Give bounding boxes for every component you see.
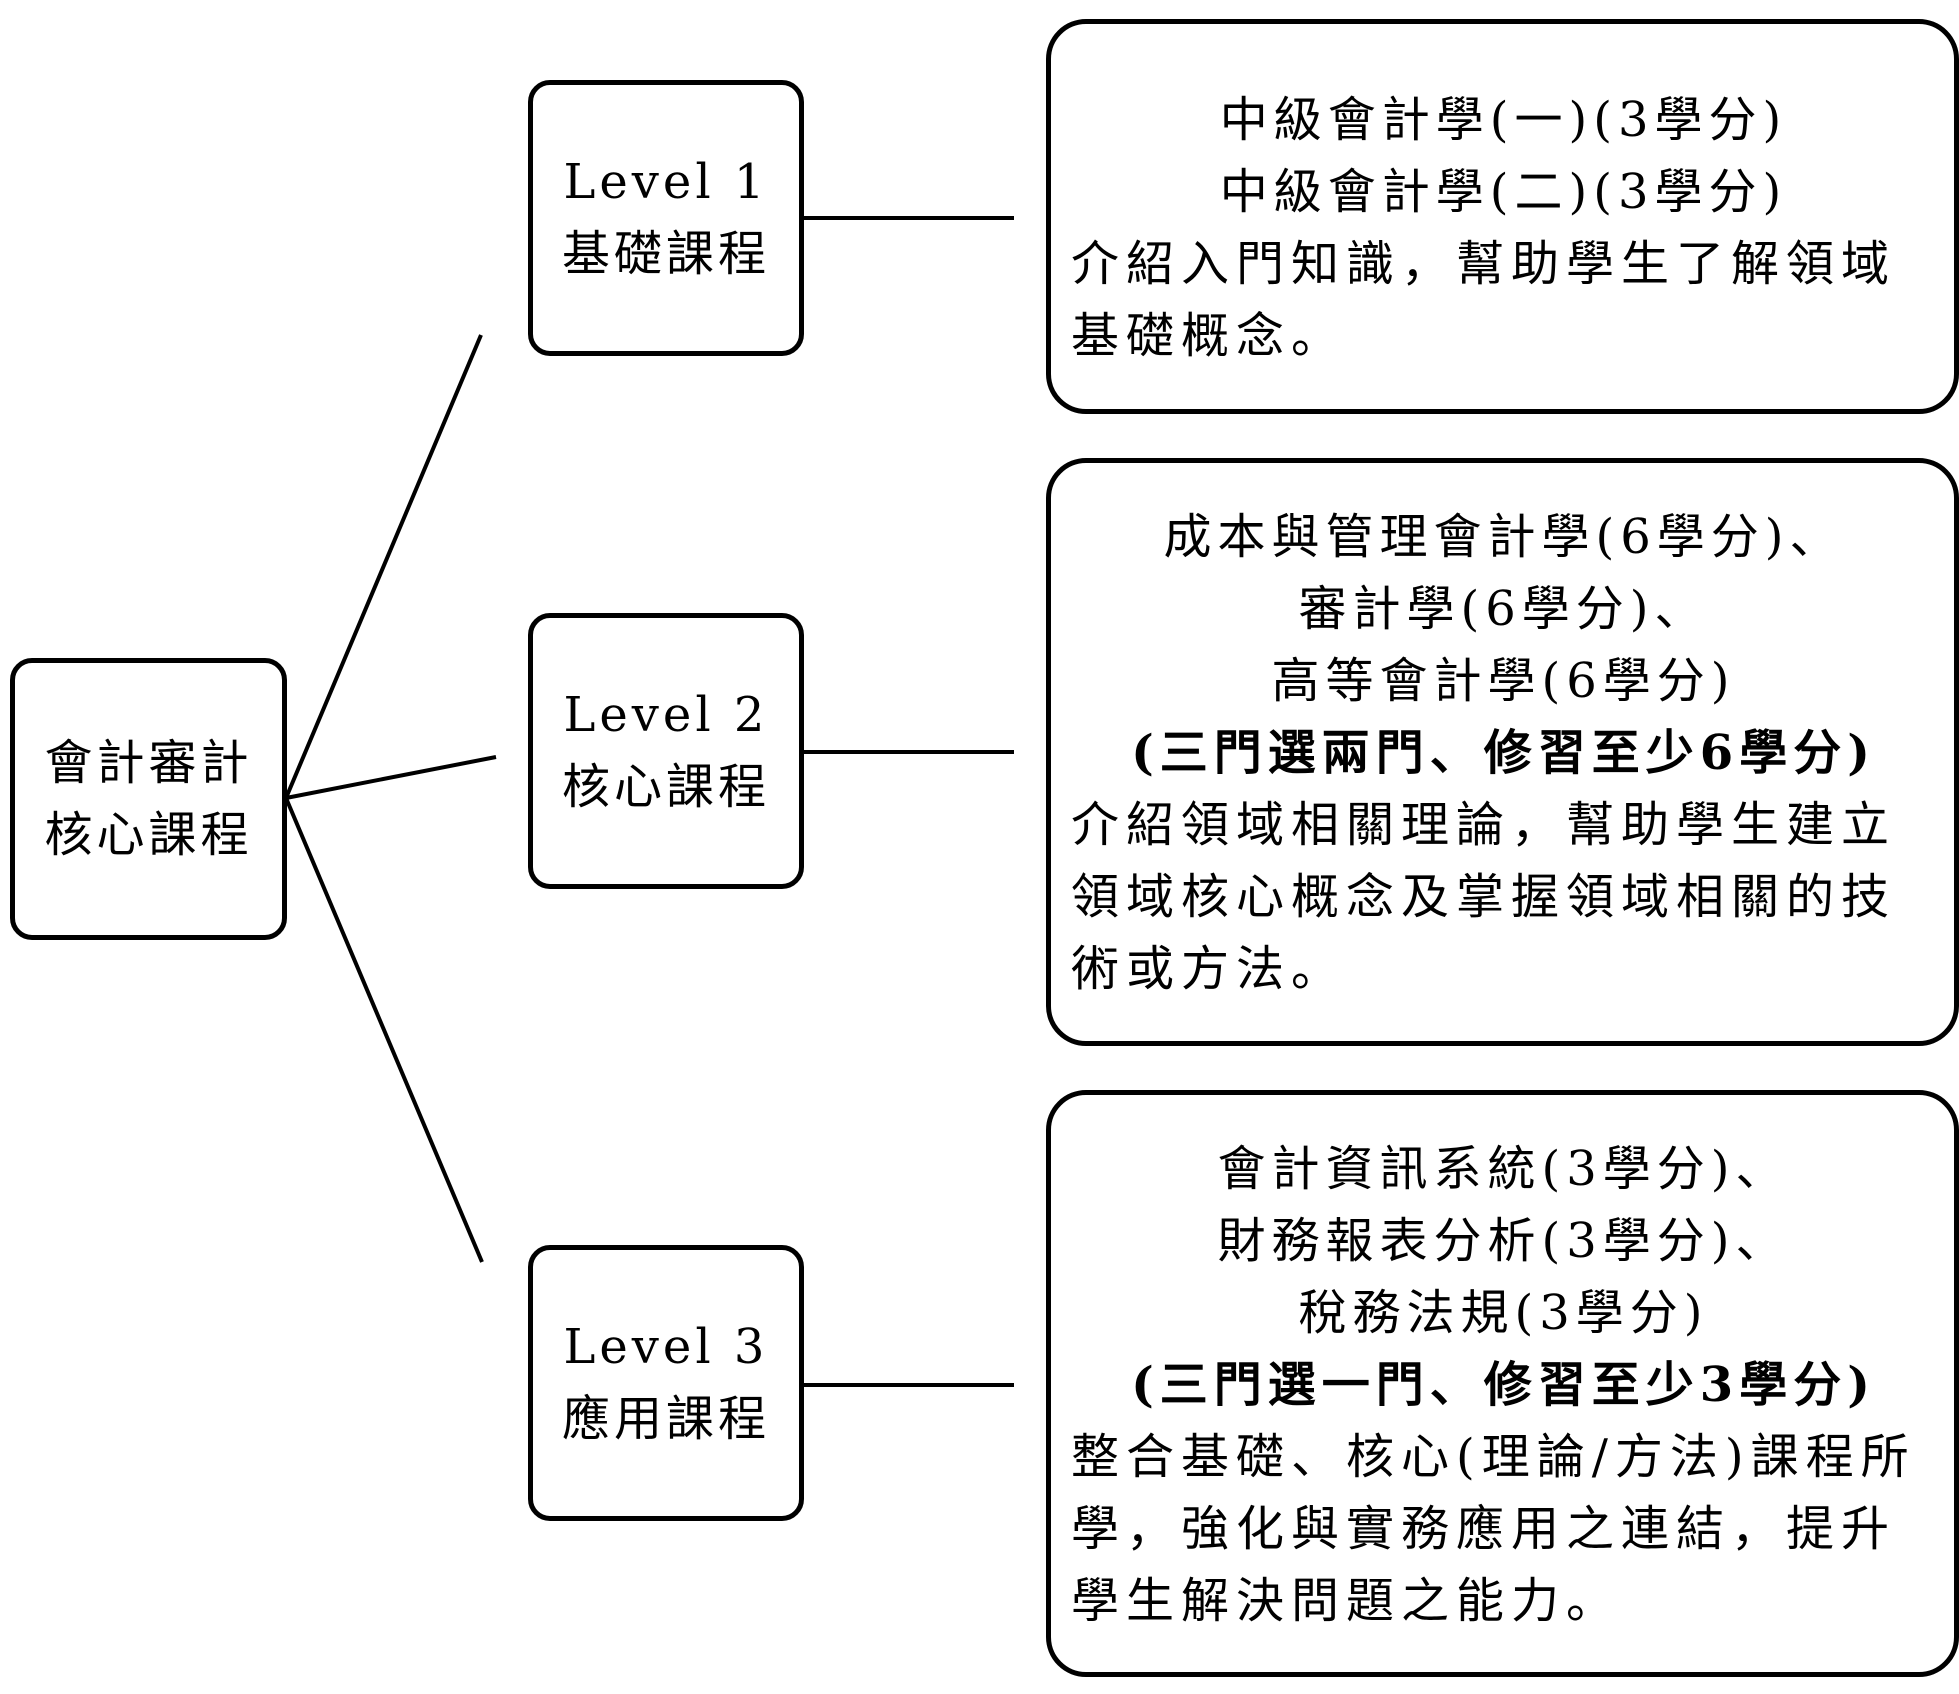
level-2-name: 核心課程 [561,759,770,815]
level-2-description-line-2: 領域核心概念及掌握領域相關的技 [1071,869,1897,925]
level-2-label: Level 2 [563,687,769,743]
level-3-selection-rule: (三門選一門、修習至少3學分) [1131,1357,1876,1413]
level-3-course-2: 財務報表分析(3學分)、 [1217,1213,1790,1269]
level-3-label: Level 3 [563,1319,769,1375]
level-3-details: 會計資訊系統(3學分)、 財務報表分析(3學分)、 稅務法規(3學分) (三門選… [1046,1090,1959,1677]
level-1-description-line-1: 介紹入門知識，幫助學生了解領域 [1071,236,1897,292]
level-1-course-2: 中級會計學(二)(3學分) [1219,164,1788,220]
root-title-line-2: 核心課程 [44,807,253,863]
root-node: 會計審計 核心課程 [10,658,287,940]
level-2-node: Level 2 核心課程 [528,613,804,889]
branch-line-level-1 [284,334,483,799]
level-2-course-2: 審計學(6學分)、 [1298,581,1709,637]
level-3-course-3: 稅務法規(3學分) [1298,1285,1709,1341]
level-2-course-3: 高等會計學(6學分) [1271,653,1736,709]
level-2-description-line-3: 術或方法。 [1071,941,1347,997]
branch-line-level-3 [284,797,484,1263]
level-3-course-1: 會計資訊系統(3學分)、 [1217,1141,1790,1197]
level-1-name: 基礎課程 [561,226,770,282]
level-1-details: 中級會計學(一)(3學分) 中級會計學(二)(3學分) 介紹入門知識，幫助學生了… [1046,19,1959,414]
level-1-description-line-2: 基礎概念。 [1071,308,1347,364]
level-1-node: Level 1 基礎課程 [528,80,804,356]
level-1-course-1: 中級會計學(一)(3學分) [1219,92,1788,148]
level-3-description-line-3: 學生解決問題之能力。 [1071,1573,1622,1629]
root-title-line-1: 會計審計 [44,735,253,791]
level-1-label: Level 1 [563,154,769,210]
level-2-description-line-1: 介紹領域相關理論，幫助學生建立 [1071,797,1897,853]
level-3-description-line-2: 學，強化與實務應用之連結，提升 [1071,1501,1897,1557]
level-3-description-line-1: 整合基礎、核心(理論/方法)課程所 [1071,1429,1916,1485]
branch-line-level-2 [285,755,497,800]
level-2-selection-rule: (三門選兩門、修習至少6學分) [1131,725,1876,781]
level-2-course-1: 成本與管理會計學(6學分)、 [1163,509,1844,565]
level-3-name: 應用課程 [561,1391,770,1447]
level-3-node: Level 3 應用課程 [528,1245,804,1521]
level-2-details: 成本與管理會計學(6學分)、 審計學(6學分)、 高等會計學(6學分) (三門選… [1046,458,1959,1046]
